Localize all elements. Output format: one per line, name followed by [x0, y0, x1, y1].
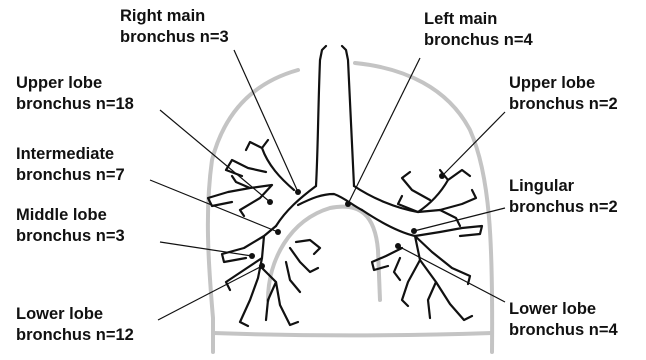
label-left-main-line1: Left main: [424, 9, 533, 30]
dot-right-main: [295, 189, 301, 195]
dot-lingular: [411, 228, 417, 234]
label-lower-left-line1: Lower lobe: [509, 299, 618, 320]
label-lower-right-line1: Lower lobe: [16, 304, 134, 325]
trachea: [316, 46, 354, 186]
right-intermediate-branches: [222, 226, 320, 326]
label-lower-lobe-left: Lower lobe bronchus n=4: [509, 299, 618, 341]
label-left-main-line2: bronchus n=4: [424, 30, 533, 51]
dot-left-main: [345, 201, 351, 207]
label-left-main-bronchus: Left main bronchus n=4: [424, 9, 533, 51]
dot-lower-left: [395, 243, 401, 249]
label-intermediate-bronchus: Intermediate bronchus n=7: [16, 144, 125, 186]
label-upper-left-line1: Upper lobe: [509, 73, 618, 94]
left-upper-lobe-branches: [398, 170, 476, 226]
label-middle-line1: Middle lobe: [16, 205, 125, 226]
label-lower-left-line2: bronchus n=4: [509, 320, 618, 341]
label-lingular-line1: Lingular: [509, 176, 618, 197]
leader-lines: [150, 50, 505, 320]
bronchial-tree: [208, 46, 482, 326]
leader-lower-left: [398, 246, 505, 302]
label-intermediate-line1: Intermediate: [16, 144, 125, 165]
label-upper-right-line2: bronchus n=18: [16, 94, 134, 115]
label-lower-lobe-right: Lower lobe bronchus n=12: [16, 304, 134, 346]
label-upper-lobe-right: Upper lobe bronchus n=18: [16, 73, 134, 115]
label-upper-left-line2: bronchus n=2: [509, 94, 618, 115]
label-lingular-bronchus: Lingular bronchus n=2: [509, 176, 618, 218]
label-lower-right-line2: bronchus n=12: [16, 325, 134, 346]
dot-intermediate: [275, 229, 281, 235]
label-right-main-line2: bronchus n=3: [120, 27, 229, 48]
label-right-main-bronchus: Right main bronchus n=3: [120, 6, 229, 48]
label-upper-right-line1: Upper lobe: [16, 73, 134, 94]
leader-upper-left: [442, 112, 505, 176]
dot-upper-right: [267, 199, 273, 205]
label-middle-line2: bronchus n=3: [16, 226, 125, 247]
label-upper-lobe-left: Upper lobe bronchus n=2: [509, 73, 618, 115]
leader-upper-right: [160, 110, 270, 202]
left-lower-lobe-branches: [372, 226, 482, 320]
leader-left-main: [348, 58, 420, 204]
heart-outline: [268, 207, 380, 300]
label-lingular-line2: bronchus n=2: [509, 197, 618, 218]
right-upper-lobe-branches: [208, 140, 294, 216]
dot-middle: [249, 253, 255, 259]
label-intermediate-line2: bronchus n=7: [16, 165, 125, 186]
label-middle-lobe-bronchus: Middle lobe bronchus n=3: [16, 205, 125, 247]
dot-upper-left: [439, 173, 445, 179]
dot-lower-right: [259, 263, 265, 269]
label-right-main-line1: Right main: [120, 6, 229, 27]
lung-outline-base: [213, 333, 492, 335]
